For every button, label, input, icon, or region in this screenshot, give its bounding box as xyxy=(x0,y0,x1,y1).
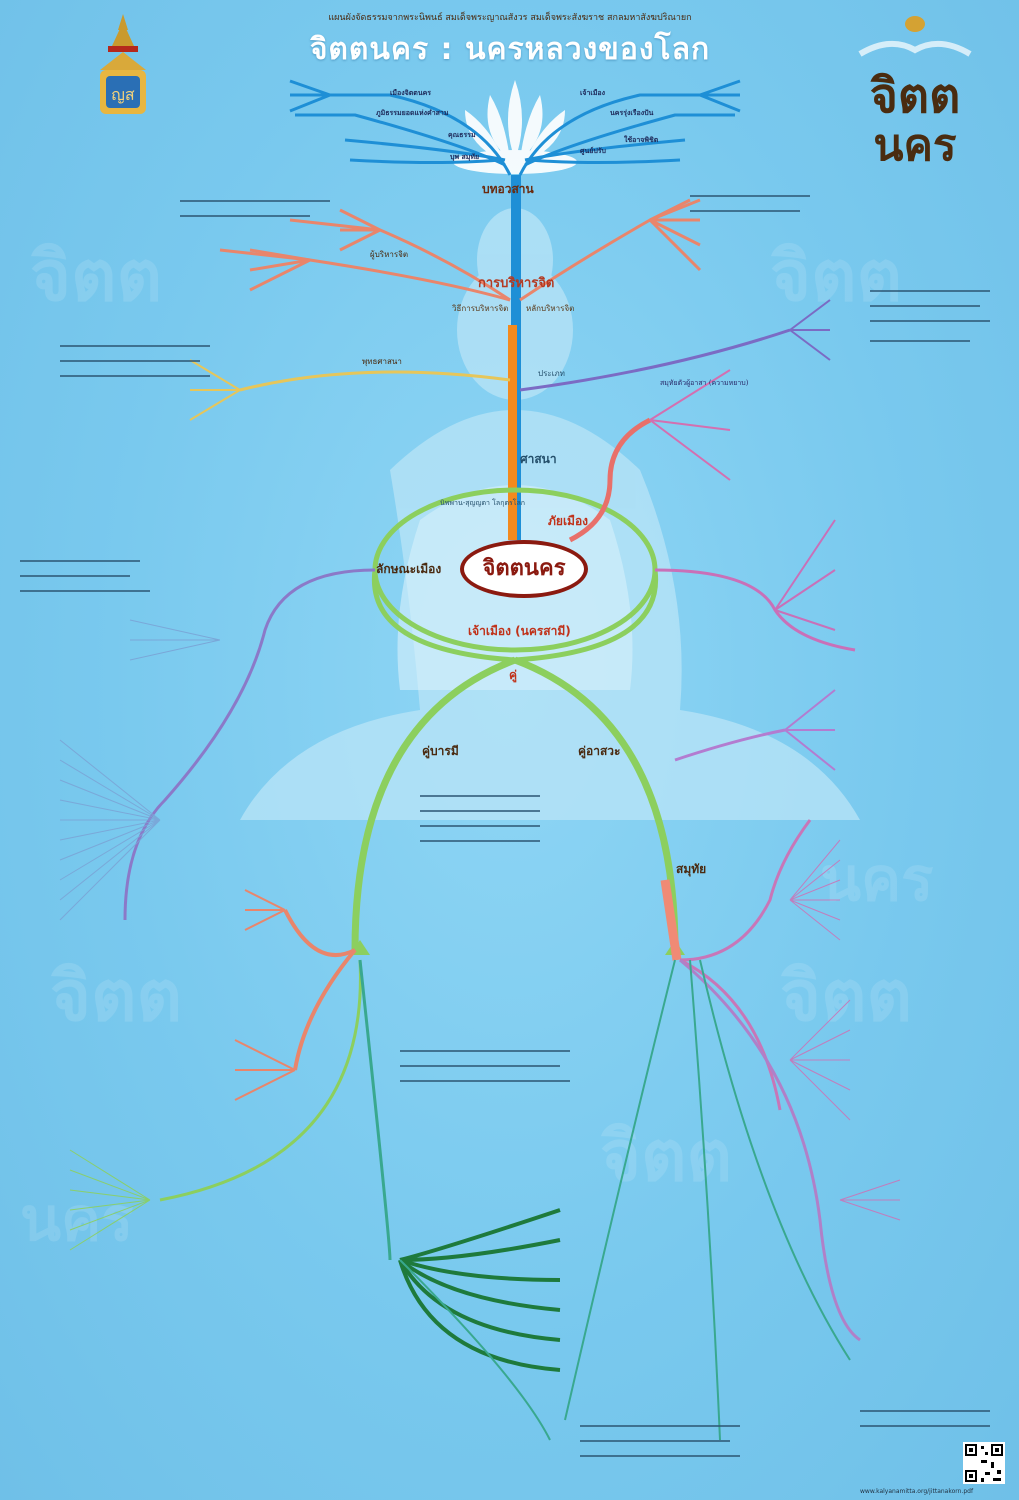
qr-code-icon xyxy=(963,1442,1005,1484)
label-buddha: พุทธศาสนา xyxy=(362,357,402,366)
svg-text:จิตต: จิตต xyxy=(30,234,162,317)
royal-seal-icon: ญส xyxy=(100,14,146,114)
top-right-branch-1: เจ้าเมือง xyxy=(580,89,606,97)
label-preach: ประเภท xyxy=(538,369,565,378)
label-city-lord: เจ้าเมือง (นครสามี) xyxy=(468,624,571,638)
label-mind-sub: ผู้บริหารจิต xyxy=(370,250,409,259)
label-city-traits: ลักษณะเมือง xyxy=(376,562,442,576)
label-methods-right: หลักบริหารจิต xyxy=(526,304,575,313)
top-left-branch-4: บุพ สมุทัย xyxy=(450,153,480,161)
svg-text:จิตต: จิตต xyxy=(50,954,182,1037)
brand-logo-icon: จิตต นคร xyxy=(858,16,972,171)
svg-text:จิตต: จิตต xyxy=(780,954,912,1037)
label-right-top: สมุทัยตัวผู้อาสา (ความหยาบ) xyxy=(660,379,749,387)
footer-url: www.kalyanamitta.org/jittanakorn.pdf xyxy=(860,1488,974,1495)
top-right-branch-4: ใช้อาจพิชิต xyxy=(624,136,659,144)
label-worldly: นิพพาน-สุญญตา โลกุตรโลก xyxy=(440,499,526,507)
header-title: จิตตนคร : นครหลวงของโลก xyxy=(309,32,711,67)
brand-line2: นคร xyxy=(873,120,957,171)
svg-text:จิตต: จิตต xyxy=(600,1114,732,1197)
label-introduction: บทอวสาน xyxy=(482,182,534,196)
header-subtitle: แผนผังจัดธรรมจากพระนิพนธ์ สมเด็จพระญาณสั… xyxy=(328,13,692,23)
label-pair-left: คู่บารมี xyxy=(422,744,459,758)
watermark-pattern: จิตต จิตต จิตต จิตต จิตต นคร นคร xyxy=(20,234,933,1255)
top-right-branch-3: ศูนย์ปรับ xyxy=(580,147,606,155)
top-left-branch-3: คุณธรรม xyxy=(448,131,476,139)
label-mind-training: การบริหารจิต xyxy=(478,276,555,291)
dark-green-fan xyxy=(398,1208,561,1372)
svg-text:นคร: นคร xyxy=(20,1185,133,1255)
center-node: จิตตนคร xyxy=(460,540,588,598)
top-right-branch-2: นครรุ่งเรืองปัน xyxy=(610,109,654,117)
svg-text:ญส: ญส xyxy=(111,85,135,104)
brand-line1: จิตต xyxy=(870,68,960,124)
top-left-branch-2: ภูมิธรรมยอดแห่งคำสาม xyxy=(376,109,449,117)
label-pair: คู่ xyxy=(509,668,518,682)
label-city-danger: ภัยเมือง xyxy=(548,514,589,528)
top-left-branch-1: เมืองจิตตนคร xyxy=(390,89,432,97)
label-teaching: ศาสนา xyxy=(520,452,557,466)
svg-text:จิตต: จิตต xyxy=(770,234,902,317)
label-samudaya: สมุทัย xyxy=(676,862,707,876)
svg-text:นคร: นคร xyxy=(820,845,933,915)
label-methods-left: วิธีการบริหารจิต xyxy=(452,304,509,313)
label-pair-right: คู่อาสวะ xyxy=(578,744,621,758)
